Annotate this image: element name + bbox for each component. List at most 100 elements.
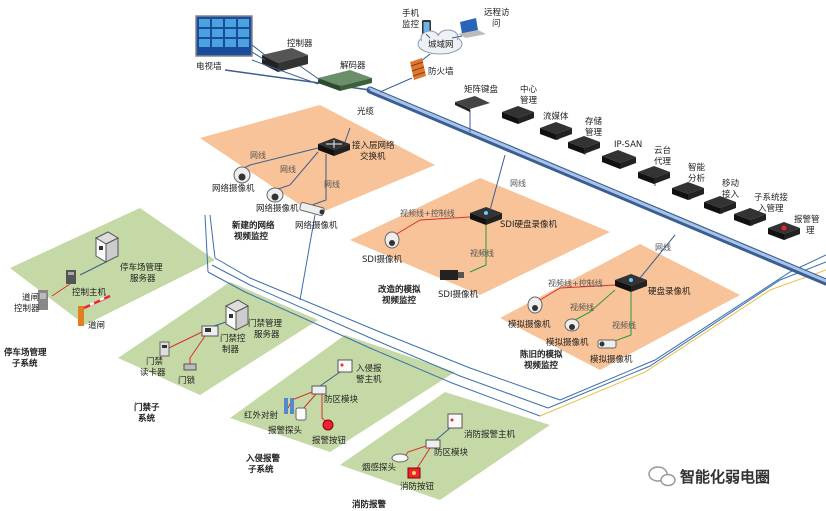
access-server-label-1: 门禁管理 bbox=[248, 318, 283, 329]
tv-wall bbox=[195, 15, 253, 57]
sdi-recorder-label: SDI硬盘录像机 bbox=[500, 219, 557, 230]
network-camera-icon bbox=[299, 201, 325, 217]
zone-parking-title-2: 子系统 bbox=[12, 358, 38, 369]
module-label: 管理 bbox=[585, 127, 603, 138]
module-label: 移动 bbox=[722, 178, 740, 189]
sdi-camera-label: SDI摄像机 bbox=[438, 289, 478, 300]
wechat-icon bbox=[648, 466, 676, 487]
gate-controller-label-2: 控制器 bbox=[14, 303, 40, 314]
fire-module-label: 防区模块 bbox=[434, 447, 469, 458]
sdi-camera-label: SDI摄像机 bbox=[362, 254, 402, 265]
network-camera-label: 网络摄像机 bbox=[295, 220, 338, 231]
watermark-text: 智能化弱电圈 bbox=[680, 468, 770, 486]
zone-intrusion-title-2: 子系统 bbox=[248, 464, 274, 475]
network-camera-label: 网络摄像机 bbox=[212, 183, 255, 194]
module-matrix-keyboard: 矩阵键盘 bbox=[455, 84, 499, 112]
network-switch-label-2: 交换机 bbox=[360, 151, 386, 162]
module-streaming-media: 流媒体 bbox=[540, 111, 572, 140]
module-label: 入管理 bbox=[758, 203, 784, 214]
module-ip-san: IP-SAN bbox=[602, 140, 642, 169]
access-server-icon bbox=[224, 299, 250, 331]
zone-network-video bbox=[200, 105, 435, 215]
module-label: 子系统接 bbox=[754, 192, 789, 203]
barrier-gate-icon bbox=[78, 294, 111, 326]
intrusion-host-label-2: 警主机 bbox=[356, 374, 382, 385]
decoder-device bbox=[318, 70, 372, 91]
zone-fire bbox=[340, 392, 550, 500]
wire-label: 网线 bbox=[250, 150, 266, 160]
module-label: 代理 bbox=[654, 156, 672, 167]
door-lock-icon bbox=[183, 363, 197, 371]
module-label: 流媒体 bbox=[543, 111, 569, 122]
intrusion-host-icon bbox=[337, 359, 353, 373]
phone-monitor-label-1: 手机 bbox=[402, 8, 420, 19]
ir-beam-icon bbox=[284, 398, 294, 414]
tv-wall-label: 电视墙 bbox=[196, 61, 222, 72]
parking-host-icon bbox=[66, 270, 76, 284]
network-camera-label: 网络摄像机 bbox=[256, 203, 299, 214]
fire-host-label: 消防报警主机 bbox=[464, 429, 516, 440]
sdi-camera-icon bbox=[440, 270, 464, 280]
analog-recorder-label: 硬盘录像机 bbox=[648, 286, 691, 297]
alarm-button-icon bbox=[322, 419, 334, 431]
analog-camera-icon bbox=[597, 339, 617, 349]
zone-sdi-title-2: 视频监控 bbox=[382, 295, 417, 306]
smoke-detector-label: 烟感探头 bbox=[362, 462, 397, 473]
zone-parking bbox=[10, 208, 215, 325]
network-switch-label-1: 接入层网络 bbox=[352, 140, 395, 151]
alarm-probe-icon bbox=[295, 407, 307, 421]
laptop-icon bbox=[458, 18, 486, 38]
zone-access-title-1: 门禁子 bbox=[134, 402, 160, 413]
module-label: 中心 bbox=[520, 84, 538, 95]
card-reader-label-1: 门禁 bbox=[146, 356, 164, 367]
wire-label: 视频线 bbox=[612, 320, 636, 330]
alarm-probe-label: 报警探头 bbox=[268, 425, 303, 436]
door-lock-label: 门锁 bbox=[178, 375, 196, 386]
wire-label: 网线 bbox=[280, 164, 296, 174]
module-center-management: 中心 管理 bbox=[502, 84, 538, 124]
intrusion-module-label: 防区模块 bbox=[324, 394, 359, 405]
access-controller-label-1: 门禁控 bbox=[220, 333, 246, 344]
sdi-camera-icon bbox=[384, 231, 400, 249]
zone-module-icon bbox=[311, 385, 327, 395]
wire-label: 网线 bbox=[324, 179, 340, 189]
remote-access-label-2: 问 bbox=[492, 19, 501, 29]
module-label: 智能 bbox=[688, 162, 706, 173]
parking-host-label: 控制主机 bbox=[72, 287, 107, 298]
fiber-label: 光缆 bbox=[357, 106, 375, 117]
smoke-detector-icon bbox=[391, 453, 409, 463]
zone-sdi-title-1: 改造的模拟 bbox=[378, 284, 421, 295]
module-smart-analysis: 智能 分析 bbox=[672, 162, 706, 200]
zone-fire-title: 消防报警 bbox=[352, 499, 387, 510]
firewall-label: 防火墙 bbox=[428, 66, 454, 77]
analog-camera-label: 模拟摄像机 bbox=[508, 319, 551, 330]
intrusion-host-label-1: 入侵报 bbox=[356, 363, 382, 374]
analog-camera-label: 模拟摄像机 bbox=[590, 354, 633, 365]
module-label: 理 bbox=[806, 226, 815, 236]
network-camera-icon bbox=[266, 187, 284, 203]
decoder-label: 解码器 bbox=[340, 60, 366, 71]
zone-intrusion bbox=[230, 335, 455, 452]
network-camera-icon bbox=[233, 166, 251, 184]
wire-label: 视频线 bbox=[570, 302, 594, 312]
analog-camera-icon bbox=[564, 318, 580, 332]
wan-cloud-icon bbox=[417, 29, 463, 55]
gate-controller-label-1: 道闸 bbox=[22, 292, 39, 303]
zone-sdi-video bbox=[350, 178, 610, 295]
module-ptz-proxy: 云台 代理 bbox=[638, 145, 672, 184]
network-switch bbox=[318, 138, 350, 156]
zone-access bbox=[118, 282, 318, 395]
gate-controller-icon bbox=[38, 290, 48, 310]
zone-intrusion-title-1: 入侵报警 bbox=[245, 453, 281, 464]
wire-label: 网线 bbox=[510, 178, 526, 188]
wan-label: 城域网 bbox=[428, 39, 454, 50]
module-label: 云台 bbox=[654, 145, 671, 156]
wire-label: 视频线 bbox=[470, 248, 494, 258]
parking-server-label-1: 停车场管理 bbox=[120, 262, 163, 273]
module-label: 接入 bbox=[722, 189, 740, 200]
ir-beam-label: 红外对射 bbox=[244, 410, 279, 421]
access-controller-icon bbox=[201, 325, 219, 337]
barrier-gate-label: 道闸 bbox=[88, 320, 105, 331]
fire-host-icon bbox=[447, 413, 463, 429]
